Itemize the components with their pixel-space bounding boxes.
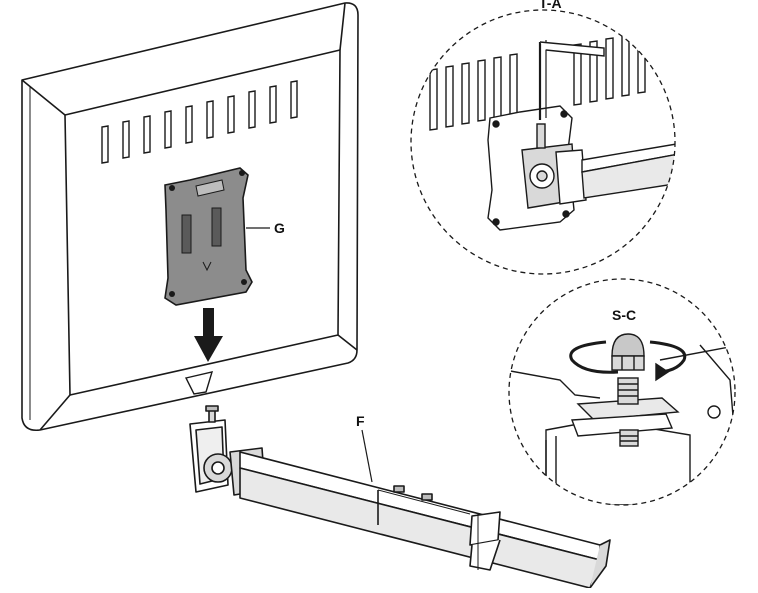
mounting-arm: [189, 405, 611, 589]
label-t-a: T-A: [539, 0, 562, 11]
vesa-bracket-plate: [164, 167, 253, 306]
monitor-vents: [101, 80, 298, 164]
arm-leader: [361, 429, 373, 483]
label-f: F: [356, 413, 365, 429]
label-g: G: [274, 220, 285, 236]
label-s-c: S-C: [612, 307, 636, 323]
down-arrow-icon: [194, 308, 223, 362]
detail-callout-allen-key: [410, 9, 676, 275]
monitor-notch: [184, 371, 214, 395]
detail-callout-screw-cap: [508, 278, 736, 506]
